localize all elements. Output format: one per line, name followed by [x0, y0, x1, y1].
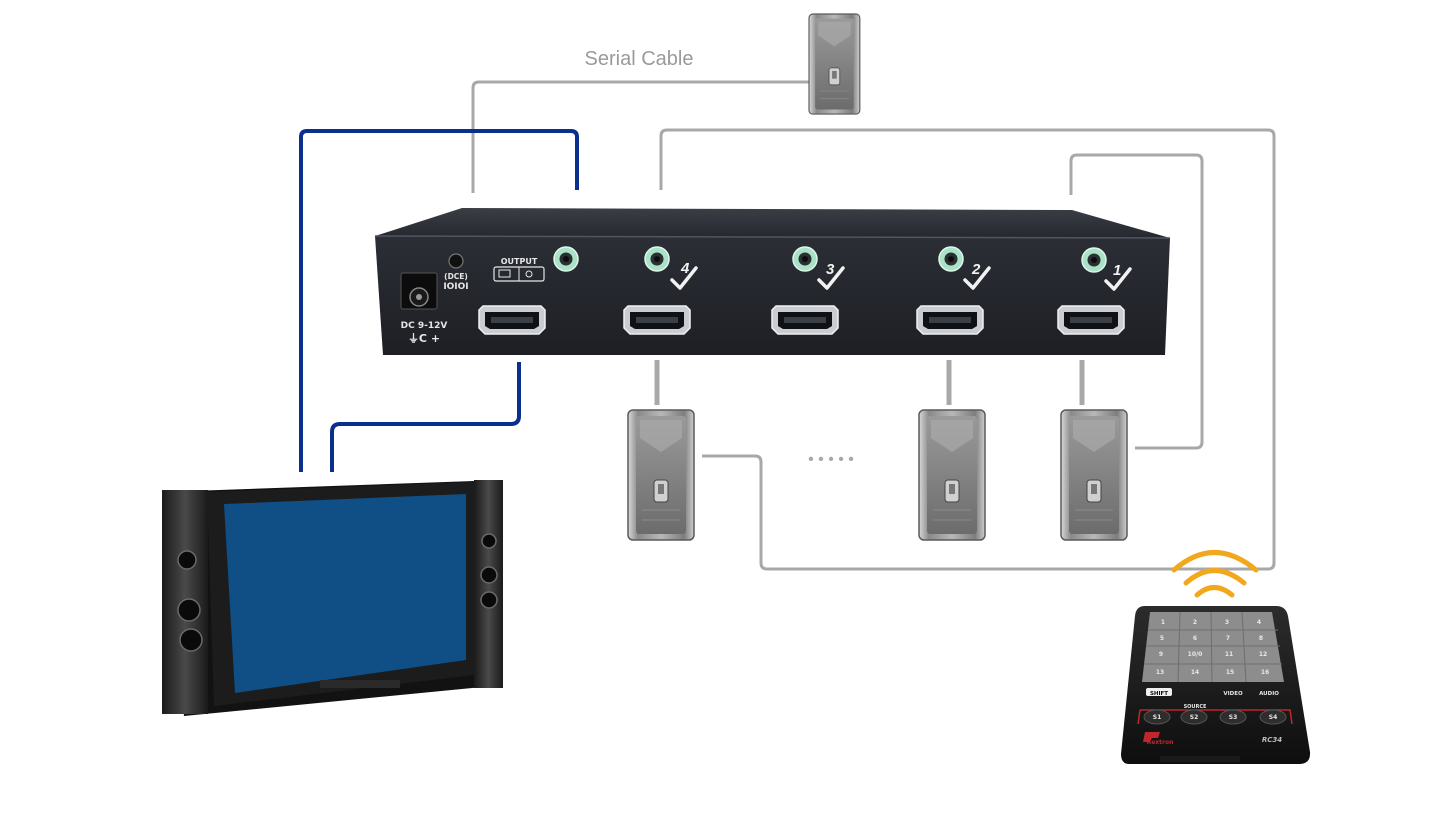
more-pcs-ellipsis: • • • • •: [808, 451, 854, 468]
port-1-audio-jack: [1081, 247, 1107, 273]
pc-dp-cables: [654, 360, 1085, 405]
port-2-number: 2: [971, 261, 981, 278]
svg-text:4: 4: [1257, 619, 1261, 626]
remote-shift-label: SHIFT: [1150, 691, 1168, 697]
remote-s3-button: S3: [1229, 714, 1238, 721]
port-3-number: 3: [826, 261, 835, 278]
serial-jack: [448, 253, 464, 269]
svg-text:1: 1: [1161, 619, 1165, 626]
remote-model: RC34: [1262, 736, 1282, 744]
output-audio-jack: [553, 246, 579, 272]
ir-remote: 1 2 3 4 5 6 7 8 9 10/0 11 12 13 14 15 16…: [1121, 606, 1311, 764]
svg-text:16: 16: [1261, 669, 1269, 676]
svg-text:3: 3: [1225, 619, 1229, 626]
pc1-audio-cable: [1069, 153, 1204, 450]
remote-video-label: VIDEO: [1223, 691, 1243, 697]
output-label: OUTPUT: [501, 257, 538, 266]
remote-brand: Rextron: [1147, 739, 1174, 746]
remote-s4-button: S4: [1269, 714, 1278, 721]
svg-text:11: 11: [1225, 651, 1233, 658]
port-3-displayport: [771, 305, 839, 335]
pc-tower-4: [627, 409, 695, 541]
svg-text:9: 9: [1159, 651, 1163, 658]
port-2-audio-jack: [938, 246, 964, 272]
monitor-screen: [224, 494, 466, 693]
port-4-audio-jack: [644, 246, 670, 272]
svg-text:2: 2: [1193, 619, 1197, 626]
dc-voltage-label: DC 9-12V: [401, 321, 448, 331]
remote-source-label: SOURCE: [1184, 704, 1207, 710]
svg-text:7: 7: [1226, 635, 1230, 642]
svg-text:10/0: 10/0: [1188, 651, 1203, 658]
monitor: [162, 480, 503, 716]
svg-text:6: 6: [1193, 635, 1197, 642]
port-1-number: 1: [1113, 262, 1121, 279]
rextron-logo-icon: [1143, 732, 1160, 742]
svg-text:14: 14: [1191, 669, 1199, 676]
remote-s1-button: S1: [1153, 714, 1162, 721]
right-speaker: [474, 480, 503, 688]
output-monitor-icon: [493, 266, 545, 282]
serial-pc-tower: [808, 13, 861, 115]
dc-power-jack: [400, 272, 438, 310]
pc-cable-top-loop: [659, 128, 1276, 571]
port-3-audio-jack: [792, 246, 818, 272]
monitor-cables: [299, 129, 579, 472]
wireless-signal-icon: [1171, 550, 1259, 598]
dc-polarity-label: ⏚C +: [408, 332, 440, 345]
svg-text:12: 12: [1259, 651, 1267, 658]
serial-cable-label: Serial Cable: [585, 48, 694, 70]
port-1-displayport: [1057, 305, 1125, 335]
remote-s2-button: S2: [1190, 714, 1199, 721]
serial-cable: [471, 80, 810, 193]
port-2-displayport: [916, 305, 984, 335]
pc-tower-2: [918, 409, 986, 541]
svg-text:5: 5: [1160, 635, 1164, 642]
svg-text:8: 8: [1259, 635, 1263, 642]
pc-tower-1: [1060, 409, 1128, 541]
svg-text:15: 15: [1226, 669, 1234, 676]
kvm-switch: DC 9-12V ⏚C + (DCE) IOIOI OUTPUT 4 3 2: [374, 208, 1171, 355]
remote-audio-label: AUDIO: [1259, 691, 1279, 697]
serial-symbol: IOIOI: [443, 282, 468, 292]
port-4-number: 4: [680, 260, 690, 277]
svg-text:13: 13: [1156, 669, 1164, 676]
remote-keypad: 1 2 3 4 5 6 7 8 9 10/0 11 12 13 14 15 16: [1156, 619, 1269, 676]
port-4-displayport: [623, 305, 691, 335]
dce-label: (DCE): [444, 272, 468, 281]
output-displayport: [478, 305, 546, 335]
